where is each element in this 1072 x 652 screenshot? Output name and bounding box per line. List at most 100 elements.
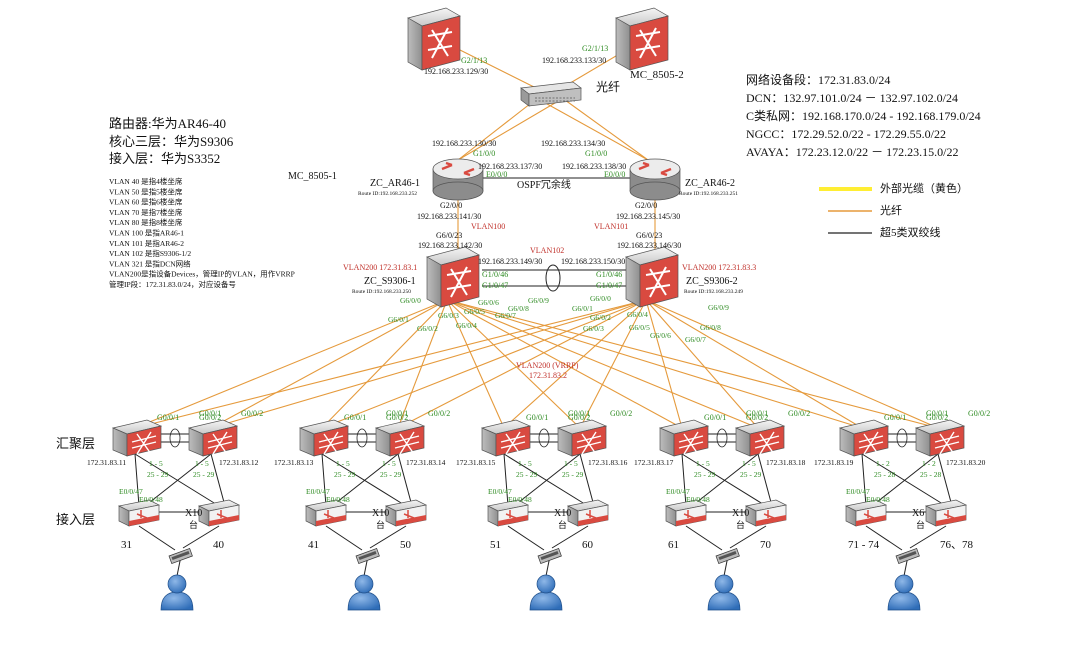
agg-access-link	[134, 453, 140, 507]
info-core: 核心三层：华为S9306	[109, 134, 234, 149]
access-switch-right	[744, 499, 788, 527]
access-pc-link	[138, 525, 176, 551]
agg-right-port-g1: G0/0/1	[568, 409, 590, 418]
right-info-line: 网络设备段：172.31.83.0/24	[746, 72, 890, 87]
core1-name: ZC_S9306-1	[364, 276, 416, 287]
agg-left-port-g1: G0/0/1	[344, 413, 366, 422]
aggregation-switch-right	[914, 419, 966, 457]
vrrp-ip: 172.31.83.2	[529, 371, 567, 380]
agg-right-range-2: 25 - 29	[740, 470, 761, 479]
user-person-icon	[347, 574, 381, 611]
layer-label-aggregation: 汇聚层	[56, 436, 95, 451]
aggregation-switch-right	[187, 419, 239, 457]
agg-right-port-g1: G0/0/1	[199, 409, 221, 418]
agg-access-link	[397, 453, 413, 507]
r1-down-port: G2/0/0	[440, 201, 462, 210]
r1-route-id: Route ID:192.168.233.252	[358, 191, 417, 197]
core2-up-port: G6/0/23	[636, 231, 662, 240]
core2-port-label: G6/0/7	[685, 335, 706, 344]
fiber-core-agg-5	[446, 299, 939, 429]
agg-left-range-1: 1 - 2	[876, 459, 890, 468]
r1-link-port: E0/0/0	[486, 170, 507, 179]
r2-up-ip: 192.168.233.134/30	[541, 139, 605, 148]
core1-port-label: G6/0/7	[495, 311, 516, 320]
agg-access-link	[503, 453, 589, 507]
pc-device	[895, 548, 920, 564]
mc-left-port: G2/1/13	[461, 56, 487, 65]
agg-right-port-g2: G0/0/2	[241, 409, 263, 418]
core2-port47: G1/0/47	[596, 281, 622, 290]
agg-right-port-g2: G0/0/2	[788, 409, 810, 418]
agg-lag-ring	[169, 428, 181, 448]
agg-right-port-g2: G0/0/2	[610, 409, 632, 418]
agg-right-port-g1: G0/0/1	[926, 409, 948, 418]
access-right-number: 70	[760, 539, 772, 551]
core1-up-ip: 192.168.233.142/30	[418, 241, 482, 250]
fiber-core-agg-3	[446, 299, 505, 429]
agg-right-port-g1: G0/0/1	[386, 409, 408, 418]
agg-right-ip: 172.31.83.20	[946, 458, 986, 467]
vlan-list-item: VLAN 101 是指AR46-2	[109, 238, 184, 248]
fiber-core-agg-3	[579, 299, 647, 429]
fiber-core-agg-2	[397, 299, 647, 429]
cables	[134, 39, 953, 577]
core1-port47: G1/0/47	[482, 281, 508, 290]
core1-port-label: G6/0/6	[478, 298, 499, 307]
mc-right-ip: 192.168.233.133/30	[542, 56, 606, 65]
fiber-hub-r1b	[457, 99, 561, 161]
vlan-list-item: VLAN 40 是指4楼坐席	[109, 176, 183, 186]
aggregation-switch-left	[111, 419, 163, 457]
access-left-number: 61	[668, 539, 679, 551]
core2-vlan101: VLAN101	[594, 222, 628, 231]
r1-link-ip: 192.168.233.137/30	[478, 162, 542, 171]
lag-bundle-ring	[545, 264, 561, 292]
aggregation-switch-left	[658, 419, 710, 457]
fiber-core-agg-1	[210, 299, 448, 429]
agg-left-range-1: 1 - 5	[696, 459, 710, 468]
access-port-e48: E0/0/48	[866, 495, 890, 504]
access-count-unit: 台	[558, 519, 567, 530]
agg-access-link	[503, 453, 509, 507]
access-switch-right	[384, 499, 428, 527]
agg-right-ip: 172.31.83.18	[766, 458, 806, 467]
core2-port-label: G6/0/3	[583, 324, 604, 333]
core-to-aggregation-cables	[134, 299, 939, 429]
legend-label-copper: 超5类双绞线	[880, 225, 941, 239]
r1-up-port: G1/0/0	[473, 149, 495, 158]
core2-port-label: G6/0/0	[590, 294, 611, 303]
access-left-number: 31	[121, 539, 132, 551]
mc-right-port: G2/1/13	[582, 44, 608, 53]
agg-right-range-2: 25 - 29	[193, 470, 214, 479]
access-left-number: 41	[308, 539, 319, 551]
pc-device	[355, 548, 380, 564]
agg-access-link	[321, 453, 407, 507]
agg-access-link	[681, 453, 767, 507]
fiber-core-agg-4	[645, 299, 683, 429]
core1-port-label: G6/0/9	[528, 296, 549, 305]
mc-left-ip: 192.168.233.129/30	[424, 67, 488, 76]
fiber-core-agg-2	[321, 299, 448, 429]
agg-right-range-2: 25 - 29	[380, 470, 401, 479]
r2-down-port: G2/0/0	[635, 201, 657, 210]
vlan-list-item: VLAN 60 是指6楼坐席	[109, 197, 183, 207]
legend: 外部光缆（黄色） 光纤 超5类双绞线	[819, 181, 968, 239]
access-switch-right	[924, 499, 968, 527]
access-count-unit: 台	[736, 519, 745, 530]
pc-device	[537, 548, 562, 564]
core1-route-id: Route ID:192.168.233.250	[352, 289, 411, 295]
vlan-list-item: VLAN 102 是指S9306-1/2	[109, 248, 191, 258]
access-pc-link	[325, 525, 363, 551]
fiber-core-agg-5	[645, 299, 939, 429]
r1-down-ip: 192.168.233.141/30	[417, 212, 481, 221]
access-pc-link	[369, 525, 407, 549]
layer-label-access: 接入层	[56, 512, 95, 527]
agg-access-link	[871, 453, 939, 507]
access-right-number: 60	[582, 539, 594, 551]
access-count-unit: 台	[916, 519, 925, 530]
fiber-core-agg-5	[446, 299, 863, 429]
access-pc-link	[182, 525, 220, 549]
pc-device	[168, 548, 193, 564]
